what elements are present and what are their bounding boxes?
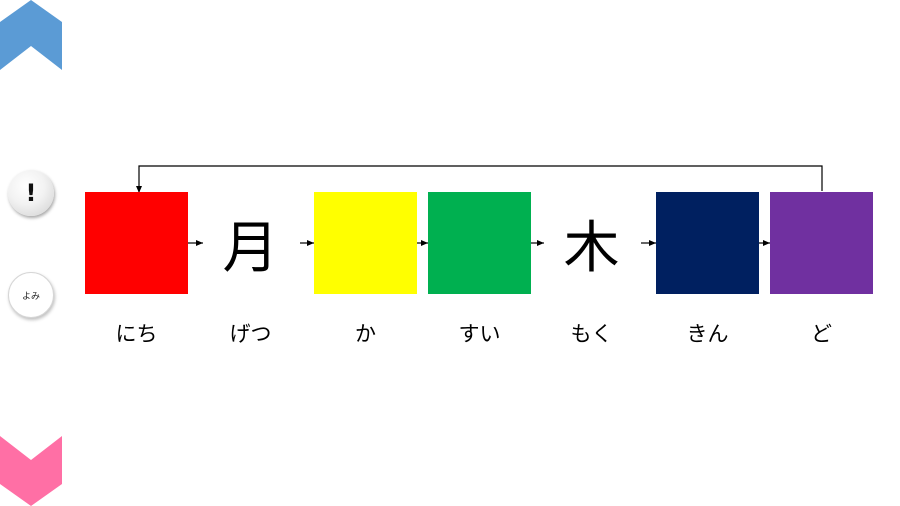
ka-yellow-square[interactable]	[314, 192, 417, 294]
yomi-label: よみ	[21, 291, 40, 302]
previous-slide-arrow-icon[interactable]	[0, 0, 62, 70]
reading-do: ど	[811, 322, 832, 346]
reading-ka: か	[355, 322, 376, 346]
moku-kanji: 木	[563, 215, 620, 281]
kin-navy-square[interactable]	[656, 192, 759, 294]
yomi-reading-button[interactable]: よみ	[8, 272, 54, 318]
next-slide-arrow-icon[interactable]	[0, 436, 62, 506]
getsu-kanji: 月	[222, 215, 279, 281]
hint-button[interactable]: !	[8, 170, 54, 216]
return-arrow-do-nichi	[136, 165, 823, 193]
reading-getsu: げつ	[229, 322, 272, 346]
nichi-red-square[interactable]	[85, 192, 188, 294]
do-purple-square[interactable]	[770, 192, 873, 294]
reading-nichi: にち	[115, 322, 158, 346]
reading-sui: すい	[458, 322, 501, 346]
reading-moku: もく	[570, 322, 613, 346]
sui-green-square[interactable]	[428, 192, 531, 294]
exclamation-icon: !	[25, 179, 37, 207]
reading-kin: きん	[686, 322, 729, 346]
